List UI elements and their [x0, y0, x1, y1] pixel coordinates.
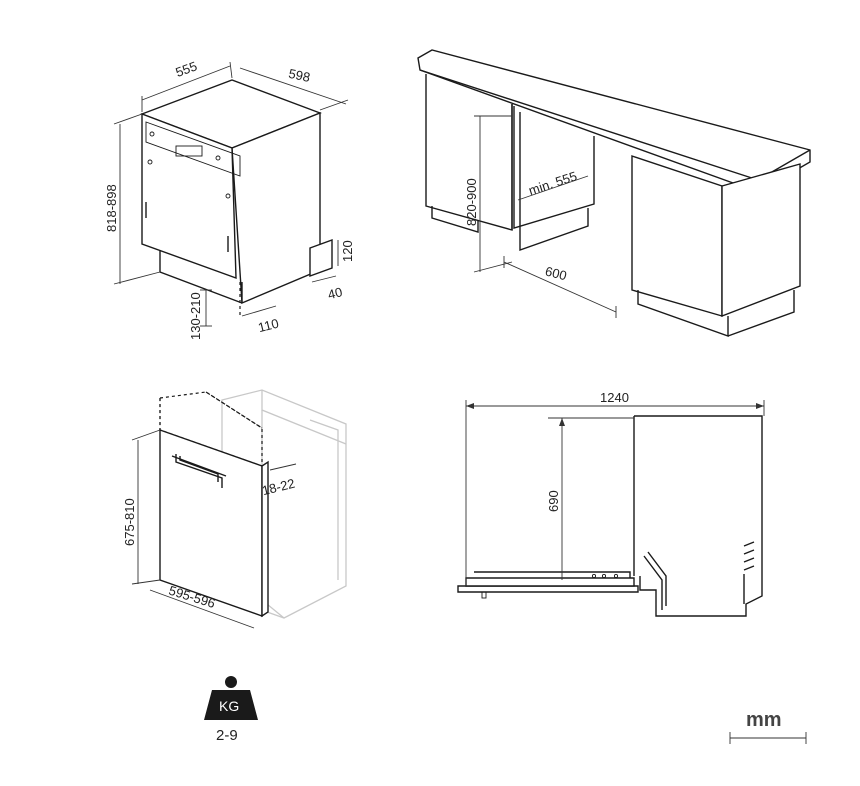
- control-panel: [145, 121, 241, 177]
- dim-line-niche-width: [503, 261, 617, 313]
- dim-line-depth: [141, 65, 231, 101]
- door-panel-edge: [261, 460, 269, 618]
- dim-line-panel-width: [149, 589, 255, 629]
- rack-arm: [643, 555, 663, 610]
- label-niche-height: 820-900: [464, 178, 479, 226]
- rack-tines: [743, 541, 755, 571]
- label-door-height: 690: [546, 490, 561, 512]
- dim-line-niche-depth: [517, 175, 589, 201]
- appliance-side: [634, 415, 763, 617]
- hinge-left: [147, 159, 153, 165]
- niche-back: [513, 106, 595, 229]
- dim-line-toe-depth: [311, 275, 337, 283]
- hinge-right: [225, 193, 231, 199]
- control-knob-left: [149, 131, 155, 137]
- label-panel-height: 675-810: [122, 498, 137, 546]
- door-panel-view: 675-810 595-596 18-22: [122, 389, 347, 629]
- unit-indicator: mm: [729, 709, 807, 744]
- unit-label: mm: [746, 709, 782, 731]
- weight-icon-label: KG: [219, 698, 239, 714]
- dim-line-setback: [241, 305, 277, 317]
- weight-indicator: KG 2-9: [204, 676, 258, 744]
- countertop: [417, 49, 811, 193]
- label-toe-depth: 40: [326, 284, 344, 302]
- control-knob-right: [215, 155, 221, 161]
- niche-isometric-view: 820-900 min. 555 600: [417, 49, 811, 337]
- label-plinth-height: 130-210: [188, 292, 203, 340]
- dishwasher-isometric-view: 555 598 818-898 130-210 110 120 40: [104, 58, 355, 340]
- dim-line-width: [239, 67, 347, 105]
- open-door: [457, 585, 639, 593]
- label-depth: 555: [174, 58, 200, 80]
- display: [175, 145, 203, 157]
- label-height: 818-898: [104, 184, 119, 232]
- weight-icon-knob: [225, 676, 237, 688]
- label-open-length: 1240: [600, 390, 629, 405]
- label-width: 598: [287, 66, 311, 85]
- toe-kick-block: [309, 239, 333, 277]
- label-niche-depth: min. 555: [527, 168, 579, 198]
- dim-line-panel-thickness: [269, 463, 297, 471]
- label-niche-width: 600: [544, 263, 569, 283]
- right-cabinet-side: [721, 163, 801, 318]
- weight-icon: [204, 690, 258, 720]
- door-open-side-view: 1240 690: [457, 390, 765, 617]
- label-toe-height: 120: [340, 240, 355, 262]
- weight-value: 2-9: [216, 727, 238, 744]
- dishwasher-front: [141, 112, 237, 280]
- right-cabinet: [631, 155, 723, 317]
- label-setback: 110: [256, 316, 280, 336]
